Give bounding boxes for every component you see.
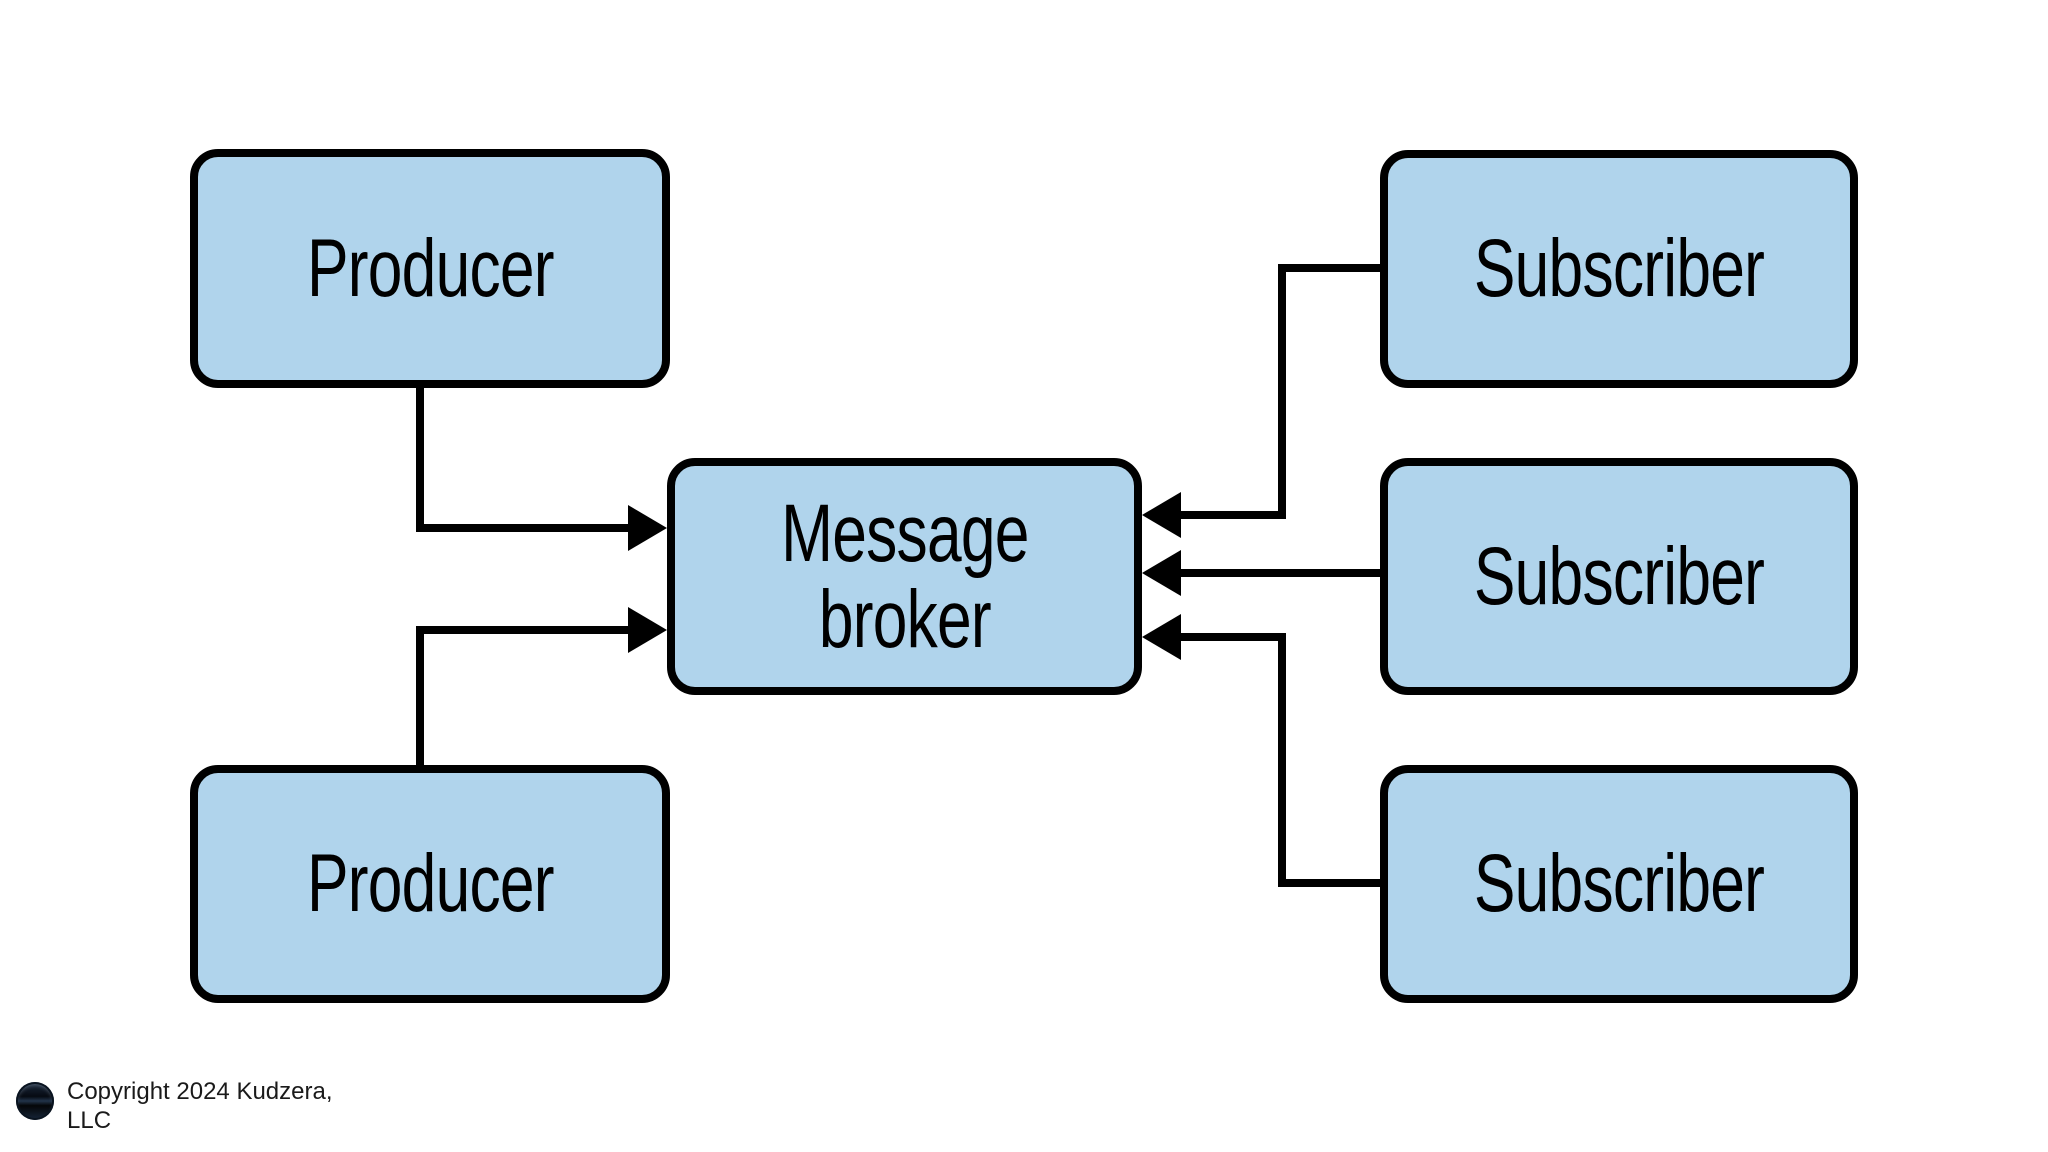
- node-message-broker: Message broker: [667, 458, 1142, 695]
- arrowhead-icon: [1142, 614, 1181, 660]
- node-subscriber-2: Subscriber: [1380, 458, 1858, 695]
- producer-2-label: Producer: [306, 838, 555, 930]
- arrowhead-icon: [628, 607, 667, 653]
- edge-subscriber2-to-broker: [1142, 550, 1384, 596]
- copyright-footer: Copyright 2024 Kudzera, LLC: [16, 1078, 333, 1136]
- copyright-text: Copyright 2024 Kudzera, LLC: [67, 1078, 333, 1134]
- subscriber-1-label: Subscriber: [1473, 223, 1765, 315]
- arrowhead-icon: [1142, 492, 1181, 538]
- subscriber-3-label: Subscriber: [1473, 838, 1765, 930]
- producer-1-label: Producer: [306, 222, 555, 314]
- message-broker-label: Message broker: [780, 488, 1029, 665]
- edge-subscriber3-to-broker: [1142, 614, 1384, 887]
- company-logo-icon: [16, 1082, 54, 1120]
- arrowhead-icon: [628, 505, 667, 551]
- node-producer-2: Producer: [190, 765, 670, 1003]
- node-subscriber-3: Subscriber: [1380, 765, 1858, 1003]
- edge-subscriber1-to-broker: [1142, 264, 1384, 538]
- node-subscriber-1: Subscriber: [1380, 150, 1858, 388]
- edge-producer2-to-broker: [416, 607, 667, 772]
- arrowhead-icon: [1142, 550, 1181, 596]
- node-producer-1: Producer: [190, 149, 670, 388]
- subscriber-2-label: Subscriber: [1473, 530, 1765, 622]
- edge-producer1-to-broker: [416, 380, 667, 551]
